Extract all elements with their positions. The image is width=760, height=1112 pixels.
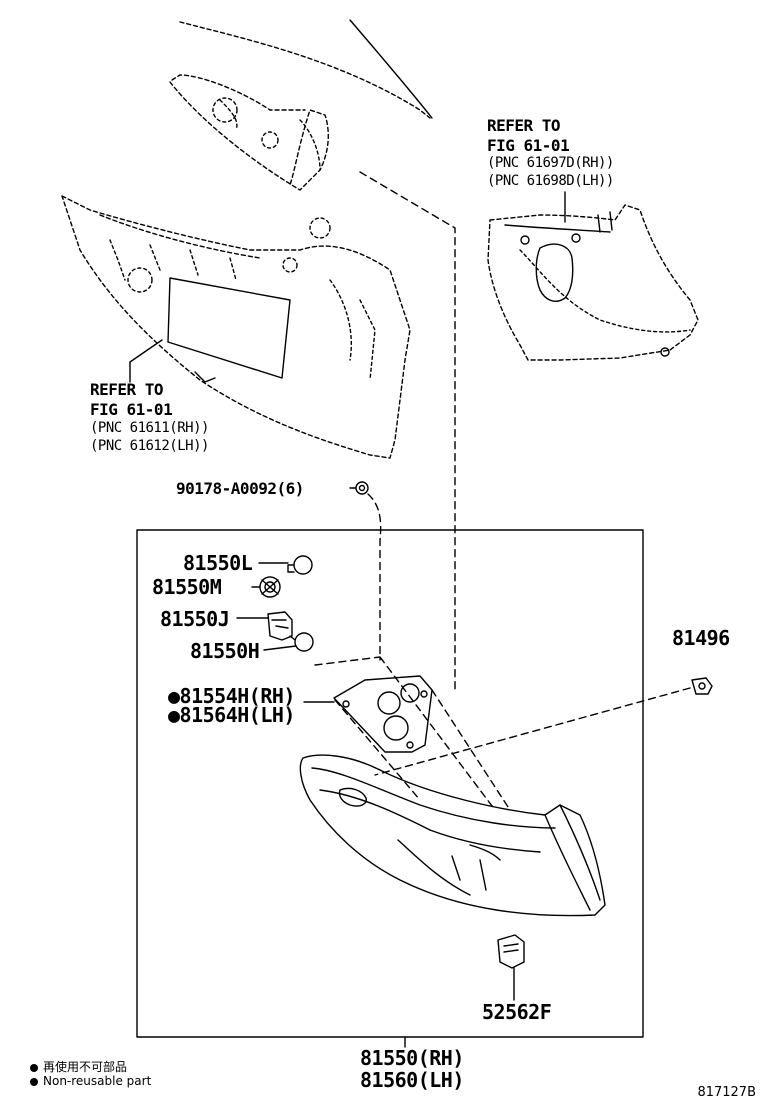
bulb-l-drawing [287, 555, 313, 575]
rear-body-panel-drawing [61, 19, 433, 459]
clip-drawing [691, 677, 713, 695]
refer-rear-line1: REFER TO [90, 380, 164, 399]
part-label-gasket-lh: ●81564H(LH) [168, 703, 295, 727]
bulb-h-drawing [289, 632, 314, 652]
legend-en-text: Non-reusable part [43, 1074, 152, 1088]
gasket-lh-number: 81564H(LH) [179, 703, 296, 727]
non-reusable-mark-lh: ● [168, 703, 180, 727]
part-label-connector: 52562F [482, 1000, 552, 1024]
part-label-lamp-lh: 81560(LH) [360, 1068, 464, 1092]
clip-install-line [374, 687, 691, 776]
non-reusable-mark-rh: ● [168, 684, 180, 708]
inner-panel-drawing [487, 204, 699, 361]
refer-rear-line2: FIG 61-01 [90, 400, 173, 419]
refer-inner-pnc-lh: (PNC 61698D(LH)) [487, 173, 614, 189]
leader-bulb-h [263, 645, 297, 651]
legend-ja-text: 再使用不可部品 [43, 1060, 128, 1074]
legend-dot-en [30, 1077, 38, 1086]
gasket-outline-dashed [314, 656, 511, 811]
gasket-rh-number: 81554H(RH) [179, 684, 296, 708]
figure-code: 817127B [697, 1085, 756, 1100]
part-label-bulb-l: 81550L [183, 551, 253, 575]
part-label-nut: 90178-A0092(6) [176, 479, 304, 498]
refer-inner-pnc-rh: (PNC 61697D(RH)) [487, 155, 614, 171]
refer-rear-pnc-lh: (PNC 61612(LH)) [90, 438, 209, 454]
rear-lamp-drawing [299, 754, 606, 917]
part-label-socket-j: 81550J [160, 607, 230, 631]
socket-j-drawing [267, 611, 293, 641]
part-label-socket-m: 81550M [152, 575, 222, 599]
alignment-line [359, 171, 456, 691]
legend-ja: 再使用不可部品 [30, 1058, 127, 1075]
legend-en: Non-reusable part [30, 1074, 151, 1088]
refer-inner-line1: REFER TO [487, 116, 561, 135]
legend-dot-ja [30, 1063, 38, 1072]
nut-install-line [367, 493, 382, 661]
part-label-clip: 81496 [672, 626, 730, 650]
socket-m-drawing [259, 576, 281, 598]
part-label-bulb-h: 81550H [190, 639, 260, 663]
part-label-lamp-rh: 81550(RH) [360, 1046, 464, 1070]
refer-rear-pnc-rh: (PNC 61611(RH)) [90, 420, 209, 436]
nut-drawing [349, 481, 369, 495]
part-label-gasket-rh: ●81554H(RH) [168, 684, 295, 708]
assembly-frame [136, 529, 644, 1038]
gasket-drawing [333, 675, 433, 753]
connector-drawing [497, 934, 525, 969]
refer-inner-line2: FIG 61-01 [487, 136, 570, 155]
leader-refer-rear [129, 339, 163, 383]
